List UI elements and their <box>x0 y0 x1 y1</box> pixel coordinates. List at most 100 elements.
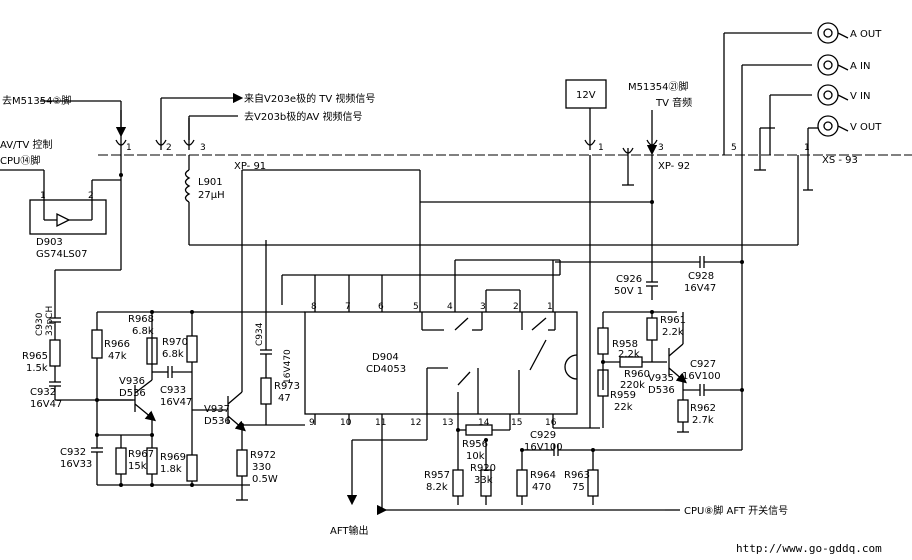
r965-label: R965 <box>22 351 48 362</box>
v936-part: D536 <box>119 388 146 399</box>
r957-value: 8.2k <box>426 482 448 493</box>
r920-value: 33k <box>474 475 493 486</box>
r964-label: R964 <box>530 470 556 481</box>
r972-label: R972 <box>250 450 276 461</box>
c926-label: C926 <box>616 274 642 285</box>
d903-part: GS74LS07 <box>36 249 87 260</box>
r957-label: R957 <box>424 470 450 481</box>
label-cpu-pin8-aft: CPU⑧脚 AFT 开关信号 <box>684 504 788 517</box>
ic-pin-11: 11 <box>375 418 386 428</box>
c934-label: C934 <box>255 322 265 346</box>
r959-value: 22k <box>614 402 633 413</box>
c933-value: 16V47 <box>160 397 192 408</box>
v935-label: V935 <box>648 373 674 384</box>
xp91-pin2-label: 2 <box>166 143 172 153</box>
v937-transistor <box>192 169 420 450</box>
ic-pin-14: 14 <box>478 418 490 428</box>
r966-value: 47k <box>108 351 127 362</box>
c933-label: C933 <box>160 385 186 396</box>
r973-label: R973 <box>274 381 300 392</box>
label-12v: 12V <box>576 90 596 101</box>
ic-pin-7: 7 <box>345 302 351 312</box>
c928-label: C928 <box>688 271 714 282</box>
d903-pin1-label: 1 <box>40 191 46 201</box>
ic-pin-5: 5 <box>413 302 419 312</box>
c929-value: 16V100 <box>524 442 563 453</box>
r962-label: R962 <box>690 403 716 414</box>
r961-label: R961 <box>660 315 686 326</box>
r956-label: R956 <box>462 439 488 450</box>
r970-value: 6.8k <box>162 349 184 360</box>
label-m51354-pin21: M51354㉑脚 <box>628 80 688 93</box>
ic-pin-8: 8 <box>311 302 317 312</box>
r920-label: R920 <box>470 463 496 474</box>
c930-value: 33pCH <box>45 306 55 336</box>
ic-pin-4: 4 <box>447 302 453 312</box>
label-from-v203e: 来自V203e极的 TV 视频信号 <box>244 92 375 105</box>
c932b-label: C932 <box>60 447 86 458</box>
r960-value: 220k <box>620 380 645 391</box>
label-to-v203b: 去V203b极的AV 视频信号 <box>244 110 363 123</box>
label-a-out: A OUT <box>850 29 882 40</box>
rca-jack-v-in <box>817 84 849 106</box>
c926-value: 50V 1 <box>614 286 643 297</box>
r968-value: 6.8k <box>132 326 154 337</box>
r967-label: R967 <box>128 449 154 460</box>
r961-value: 2.2k <box>662 327 684 338</box>
r972-value: 330 <box>252 462 271 473</box>
label-a-in: A IN <box>850 61 870 72</box>
label-v-out: V OUT <box>850 122 882 133</box>
ic-pin-16: 16 <box>545 418 557 428</box>
r963-label: R963 <box>564 470 590 481</box>
xs93-pin1-label: 1 <box>804 143 810 153</box>
c932b-value: 16V33 <box>60 459 92 470</box>
ic-pin-6: 6 <box>378 302 384 312</box>
v936-transistor <box>97 312 157 430</box>
xp91-pin1-label: 1 <box>126 143 132 153</box>
label-xp91: XP- 91 <box>234 161 266 172</box>
label-av-tv-control: AV/TV 控制 <box>0 138 53 151</box>
c930-label: C930 <box>35 312 45 336</box>
d904-ic <box>304 311 578 415</box>
r972-power: 0.5W <box>252 474 278 485</box>
watermark-url: http://www.go-gddq.com <box>736 542 882 555</box>
c927-value: 16V100 <box>682 371 721 382</box>
label-v-in: V IN <box>850 91 870 102</box>
rca-jack-a-out <box>817 22 849 44</box>
r962-value: 2.7k <box>692 415 714 426</box>
c934-value: 16V470 <box>283 349 293 384</box>
r970-label: R970 <box>162 337 188 348</box>
rca-jack-a-in <box>817 54 849 76</box>
r958-value: 2.2k <box>618 349 640 360</box>
c929-label: C929 <box>530 430 556 441</box>
label-xp92: XP- 92 <box>658 161 690 172</box>
r963-value: 75 <box>572 482 585 493</box>
r966-label: R966 <box>104 339 130 350</box>
c932-label: C932 <box>30 387 56 398</box>
xs93-pin5-label: 5 <box>731 143 737 153</box>
r965-value: 1.5k <box>26 363 48 374</box>
xp92-connector <box>565 79 658 186</box>
ic-pin-9: 9 <box>309 418 315 428</box>
ic-pin-10: 10 <box>340 418 352 428</box>
ic-pin-3: 3 <box>480 302 486 312</box>
ic-pin-13: 13 <box>442 418 453 428</box>
r958-label: R958 <box>612 339 638 350</box>
xp92-pin1-label: 1 <box>598 143 604 153</box>
r967-value: 15k <box>128 461 147 472</box>
ic-pin-1: 1 <box>547 302 553 312</box>
l901-label: L901 <box>198 177 223 188</box>
ic-pin-12: 12 <box>410 418 421 428</box>
d903-buffer <box>29 180 107 235</box>
d904-part: CD4053 <box>366 364 406 375</box>
v936-label: V936 <box>119 376 145 387</box>
c928-value: 16V47 <box>684 283 716 294</box>
r973-value: 47 <box>278 393 291 404</box>
r959-label: R959 <box>610 390 636 401</box>
v935-transistor <box>652 312 687 400</box>
r968-label: R968 <box>128 314 154 325</box>
label-cpu-pin14: CPU⑭脚 <box>0 154 40 167</box>
d903-label: D903 <box>36 237 63 248</box>
